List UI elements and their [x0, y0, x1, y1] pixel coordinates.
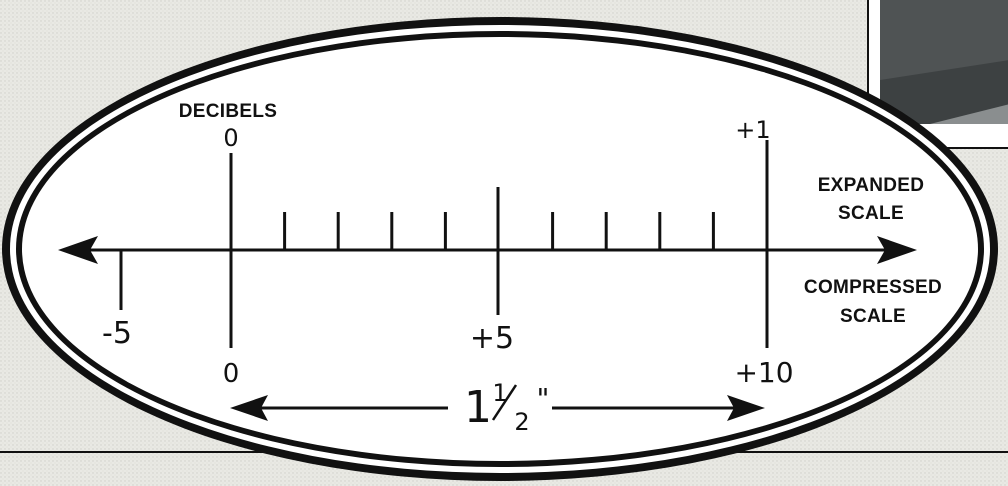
- compressed-label-plus-five: +5: [470, 321, 514, 356]
- expanded-scale-title-line1: EXPANDED: [818, 175, 925, 196]
- expanded-scale-title-line2: SCALE: [838, 203, 904, 224]
- compressed-scale-title-line2: SCALE: [840, 306, 906, 327]
- dimension-whole: 1: [464, 382, 492, 433]
- dimension-denominator: 2: [514, 408, 529, 436]
- decibels-label: DECIBELS: [179, 101, 277, 122]
- compressed-label-minus-five: -5: [102, 316, 132, 351]
- compressed-scale-title-line1: COMPRESSED: [804, 277, 942, 298]
- compressed-label-plus-ten: +10: [734, 356, 793, 389]
- dimension-unit: ": [537, 382, 550, 415]
- compressed-label-zero: 0: [223, 359, 240, 389]
- expanded-start-label: 0: [223, 124, 238, 152]
- expanded-end-label: +1: [735, 116, 770, 144]
